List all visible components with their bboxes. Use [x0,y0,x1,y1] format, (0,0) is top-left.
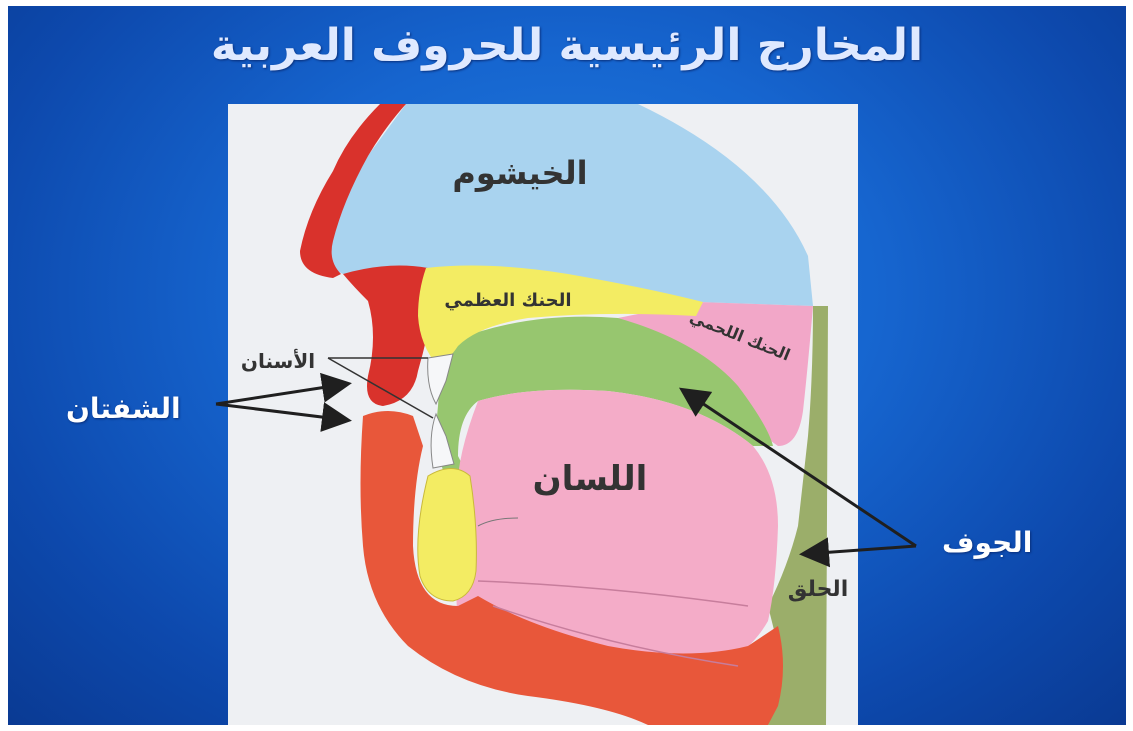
teeth-label: الأسنان [241,348,315,373]
hard-palate-label: الحنك العظمي [444,290,571,311]
throat-label: الحلق [788,577,848,602]
nasal-cavity-label: الخيشوم [452,154,587,192]
slide-background: المخارج الرئيسية للحروف العربية [8,6,1126,725]
tongue-label: اللسان [533,459,648,499]
lips-label: الشفتان [66,392,181,425]
lower-incisor-root [418,469,477,602]
vocal-tract-diagram: الخيشوم الحنك العظمي الحنك اللحمي الأسنا… [8,6,1126,725]
cavity-label: الجوف [942,526,1032,559]
